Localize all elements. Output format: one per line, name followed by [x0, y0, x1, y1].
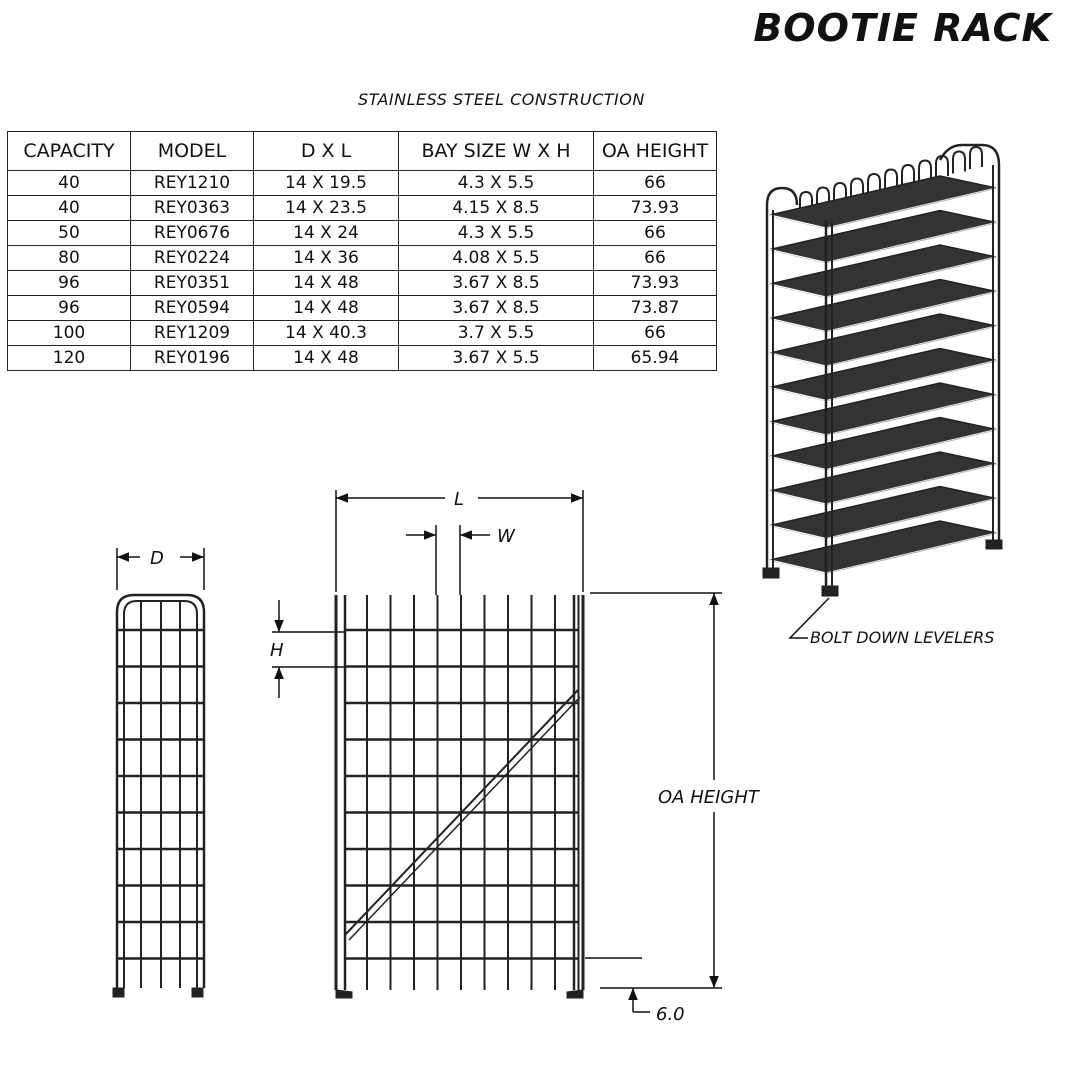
table-cell: 3.67 X 5.5	[398, 345, 594, 371]
table-cell: REY0676	[130, 220, 254, 246]
leveler-foot	[985, 539, 1003, 550]
dimension-foot-height	[585, 957, 650, 1013]
arch	[952, 150, 966, 174]
shelf-edge	[825, 325, 997, 367]
isometric-shelves	[769, 175, 997, 574]
shelf-edge	[825, 221, 997, 264]
table-cell: 14 X 36	[253, 245, 399, 271]
shelf-edge	[769, 283, 827, 298]
iso-back-right-post	[938, 143, 1001, 540]
arch	[850, 177, 864, 201]
table-cell: 14 X 48	[253, 270, 399, 296]
dimension-d	[116, 548, 205, 590]
label-oa-height: OA HEIGHT	[658, 787, 761, 808]
shelf-edge	[769, 317, 827, 333]
shelf-edge	[769, 524, 827, 540]
label-w: W	[497, 526, 516, 547]
shelf-edge	[769, 421, 827, 436]
table-cell: 73.93	[593, 270, 717, 296]
table-cell: 40	[7, 170, 131, 196]
arch	[799, 190, 813, 214]
shelf-edge	[769, 248, 827, 264]
table-cell: REY1209	[130, 320, 254, 346]
label-h: H	[270, 640, 284, 661]
leveler-pointer	[788, 597, 830, 639]
arch	[918, 159, 932, 183]
isometric-view	[762, 143, 1003, 639]
shelf-edge	[769, 559, 827, 574]
side-frame-outer	[115, 593, 206, 988]
arch	[935, 154, 949, 178]
dimension-w	[406, 525, 490, 595]
table-cell: 3.67 X 8.5	[398, 295, 594, 321]
shelf-edge	[769, 455, 827, 471]
leveler-foot	[566, 989, 584, 999]
label-d: D	[150, 548, 164, 569]
shelf-edge	[825, 290, 997, 333]
iso-front-left-post	[765, 186, 799, 568]
shelf-edge	[825, 394, 997, 436]
table-cell: 73.87	[593, 295, 717, 321]
shelf-edge	[825, 256, 997, 298]
front-view	[334, 595, 585, 999]
shelf-edge	[769, 386, 827, 402]
table-cell: 3.7 X 5.5	[398, 320, 594, 346]
label-levelers: BOLT DOWN LEVELERS	[810, 628, 994, 647]
side-view	[112, 593, 206, 998]
table-cell: 65.94	[593, 345, 717, 371]
arch	[884, 168, 898, 192]
table-cell: 14 X 40.3	[253, 320, 399, 346]
table-cell: 3.67 X 8.5	[398, 270, 594, 296]
leveler-foot	[821, 585, 839, 597]
shelf-edge	[825, 532, 997, 574]
shelf-edge	[825, 463, 997, 505]
leveler-foot	[191, 987, 204, 998]
table-cell: REY0363	[130, 195, 254, 221]
subtitle: STAINLESS STEEL CONSTRUCTION	[358, 90, 645, 109]
leveler-foot	[112, 987, 125, 998]
table-cell: 73.93	[593, 195, 717, 221]
dimension-oa-height	[590, 592, 722, 989]
table-cell: 120	[7, 345, 131, 371]
label-l: L	[454, 489, 464, 510]
shelf-edge	[769, 490, 827, 505]
leveler-foot	[335, 989, 353, 999]
arch	[901, 163, 915, 187]
table-cell: 14 X 24	[253, 220, 399, 246]
arch	[816, 186, 830, 210]
table-header-row: CAPACITY MODEL D X L BAY SIZE W X H OA H…	[7, 131, 717, 171]
arch	[969, 145, 983, 169]
shelf-edge	[769, 352, 827, 367]
arch	[867, 172, 881, 196]
dimension-h	[272, 600, 345, 698]
header-oa-height: OA HEIGHT	[593, 131, 717, 171]
table-cell: 14 X 23.5	[253, 195, 399, 221]
shelf-edge	[825, 497, 997, 540]
table-cell: 80	[7, 245, 131, 271]
shelf-edge	[769, 214, 827, 229]
shelf-edge	[825, 359, 997, 402]
arch	[833, 181, 847, 205]
table-cell: 4.3 X 5.5	[398, 170, 594, 196]
bay-dividers	[366, 595, 580, 990]
leveler-foot	[762, 567, 780, 579]
dimension-l	[335, 490, 584, 592]
page-title: BOOTIE RACK	[753, 6, 1052, 50]
shelf-edge	[825, 187, 997, 229]
header-bay-size: BAY SIZE W X H	[398, 131, 594, 171]
diagonal-brace	[344, 689, 579, 936]
spec-table: CAPACITY MODEL D X L BAY SIZE W X H OA H…	[7, 131, 717, 371]
table-cell: 66	[593, 320, 717, 346]
table-cell: 14 X 48	[253, 345, 399, 371]
label-foot-height: 6.0	[656, 1004, 685, 1025]
table-cell: 96	[7, 270, 131, 296]
table-cell: REY1210	[130, 170, 254, 196]
shelf-edge	[825, 428, 997, 471]
side-shelf-rungs	[117, 628, 204, 960]
